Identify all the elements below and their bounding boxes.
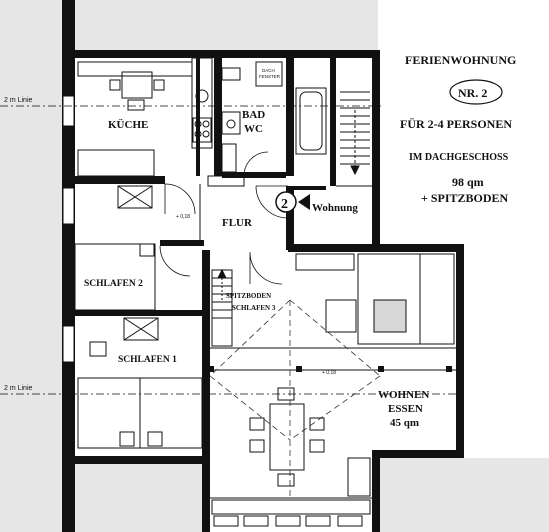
two-meter-line-label-top: 2 m Linie (4, 97, 33, 104)
schlafen1-furniture (77, 317, 203, 449)
skylight-label-line1: DACH (262, 68, 275, 73)
room-label-wc: WC (244, 123, 263, 135)
stairs-top (340, 91, 370, 176)
roof-ridge-lines (209, 299, 381, 498)
entrance-marker: 2 (275, 191, 310, 213)
room-label-essen: ESSEN (388, 403, 423, 415)
title-line-area: 98 qm (452, 175, 484, 189)
entrance-number: 2 (281, 197, 288, 212)
room-label-schlafen1: SCHLAFEN 1 (118, 355, 177, 365)
outside-area-bottom-right (380, 458, 549, 532)
outside-area-bottom-left (75, 462, 205, 532)
dining-furniture (211, 387, 371, 515)
outside-area-top-left (0, 0, 62, 532)
outside-area-top (75, 0, 378, 52)
room-label-schlafen2: SCHLAFEN 2 (84, 279, 143, 289)
room-label-schlafen3: SCHLAFEN 3 (232, 304, 276, 312)
beam-posts (208, 366, 452, 372)
kitchen-furniture (77, 57, 213, 177)
title-badge-nr2: NR. 2 (458, 86, 487, 100)
level-marker-2: + 0,18 (322, 370, 336, 376)
interior-walls (75, 56, 336, 456)
title-line-floor: IM DACHGESCHOSS (409, 152, 509, 163)
title-line-spitzboden: + SPITZBODEN (421, 191, 509, 205)
thin-lines (199, 184, 456, 499)
level-marker-1: + 0,18 (176, 214, 190, 220)
exterior-walls (62, 0, 464, 532)
spitzboden-stairs (211, 268, 233, 347)
skylight-label-line2: FENSTER (259, 74, 281, 79)
room-label-bad: BAD (242, 109, 265, 121)
windows-left-wall (62, 95, 75, 363)
room-label-kueche: KÜCHE (108, 118, 148, 131)
schlafen3-furniture (295, 253, 455, 345)
title-line-persons: FÜR 2-4 PERSONEN (400, 117, 512, 131)
two-meter-line-label-bottom: 2 m Linie (4, 385, 33, 392)
badge-outline (449, 79, 503, 105)
bathroom-fixtures (207, 61, 327, 187)
entrance-label: Wohnung (312, 202, 358, 214)
schlafen2-furniture (74, 185, 156, 311)
room-area-wohnen: 45 qm (390, 417, 419, 429)
label-spitzboden: SPITZBODEN (226, 292, 271, 300)
title-line-ferienwohnung: FERIENWOHNUNG (405, 53, 516, 67)
room-label-wohnen: WOHNEN (378, 389, 429, 401)
doors (159, 151, 289, 285)
bottom-windows (213, 515, 363, 527)
room-label-flur: FLUR (222, 217, 253, 229)
